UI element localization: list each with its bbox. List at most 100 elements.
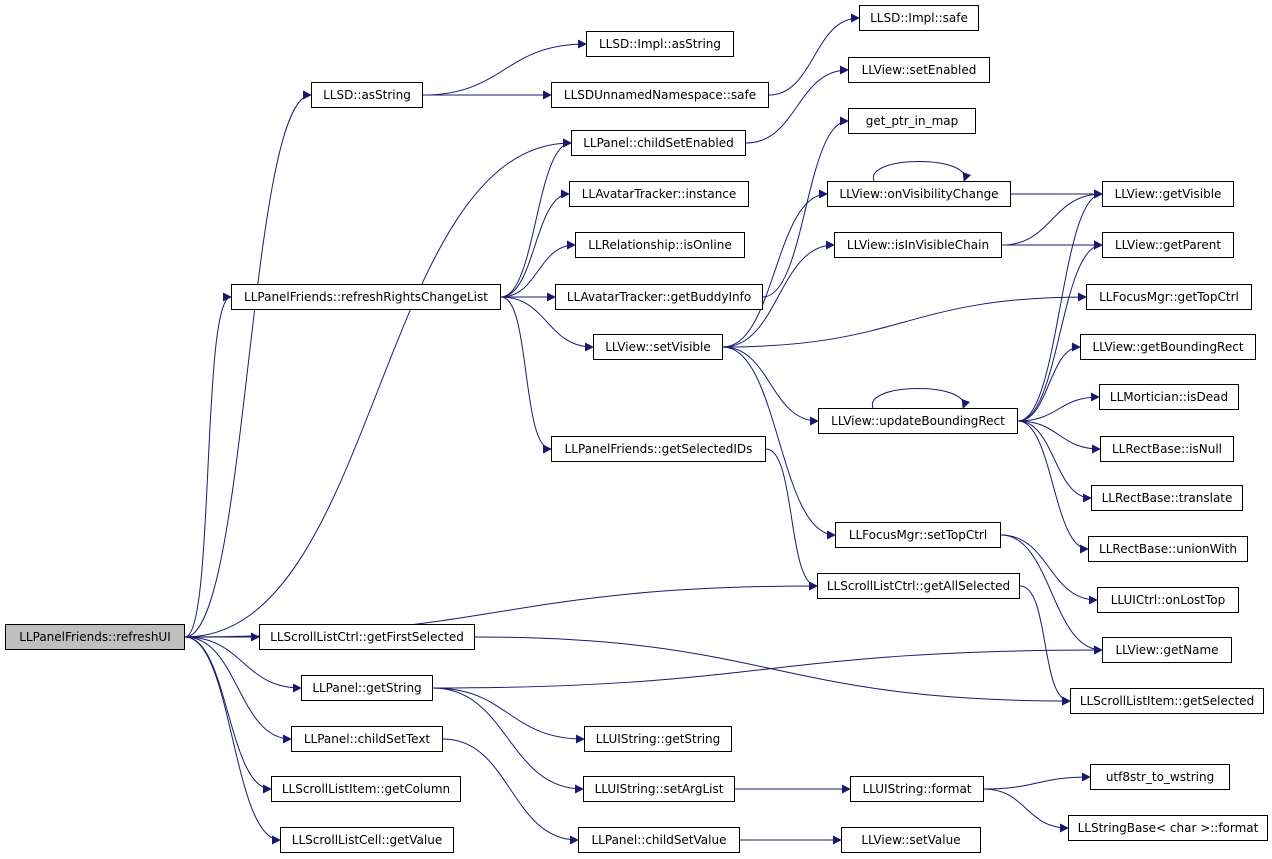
node-n11[interactable]: LLRelationship::isOnline	[575, 232, 745, 258]
node-label: LLMortician::isDead	[1109, 390, 1229, 404]
node-n38[interactable]: LLStringBase< char >::format	[1068, 815, 1268, 841]
edge-n14-n11	[500, 240, 576, 298]
edge-n17-n12	[722, 240, 835, 348]
node-n2[interactable]: LLSD::Impl::asString	[586, 31, 734, 57]
node-label: LLView::getParent	[1114, 238, 1222, 252]
node-n21[interactable]: LLPanelFriends::getSelectedIDs	[551, 436, 766, 462]
edge-n0-n14	[184, 292, 232, 638]
node-label: LLPanelFriends::refreshUI	[19, 630, 171, 644]
node-n39[interactable]: LLScrollListCell::getValue	[280, 827, 454, 853]
edge-n20-n23	[1017, 420, 1092, 503]
edge-n30-n36	[432, 687, 584, 794]
node-n35[interactable]: LLScrollListItem::getColumn	[271, 776, 461, 802]
node-n29[interactable]: LLView::getName	[1102, 637, 1232, 663]
edge-n15-n7	[762, 116, 849, 298]
edge-n26-n31	[1019, 585, 1071, 706]
edge-n17-n24	[722, 346, 836, 540]
node-label: LLSD::Impl::asString	[599, 37, 721, 51]
node-n36[interactable]: LLUIString::setArgList	[583, 776, 735, 802]
node-n24[interactable]: LLFocusMgr::setTopCtrl	[835, 522, 1001, 548]
edge-n20-n20	[872, 388, 971, 409]
node-n23[interactable]: LLRectBase::translate	[1091, 485, 1243, 511]
node-n9[interactable]: LLView::onVisibilityChange	[827, 181, 1011, 207]
node-n16[interactable]: LLFocusMgr::getTopCtrl	[1086, 284, 1252, 310]
node-n37[interactable]: LLUIString::format	[850, 776, 984, 802]
node-label: LLScrollListCell::getValue	[291, 833, 443, 847]
node-n8[interactable]: LLAvatarTracker::instance	[569, 181, 749, 207]
node-n26[interactable]: LLScrollListCtrl::getAllSelected	[817, 573, 1020, 599]
node-n33[interactable]: LLUIString::getString	[584, 726, 732, 752]
edge-n21-n26	[765, 448, 818, 591]
node-label: LLUIString::getString	[595, 732, 721, 746]
node-label: LLPanel::childSetEnabled	[583, 136, 734, 150]
node-label: LLView::setValue	[861, 833, 961, 847]
node-label: LLAvatarTracker::instance	[581, 187, 737, 201]
node-label: get_ptr_in_map	[865, 114, 959, 128]
edge-n6-n5	[745, 65, 849, 144]
node-n7[interactable]: get_ptr_in_map	[848, 108, 976, 134]
node-label: LLView::onVisibilityChange	[839, 187, 999, 201]
edge-n0-n1	[184, 90, 312, 638]
node-label: LLView::setEnabled	[861, 63, 977, 77]
node-n41[interactable]: LLView::setValue	[841, 827, 981, 853]
node-n31[interactable]: LLScrollListItem::getSelected	[1070, 688, 1264, 714]
node-n13[interactable]: LLView::getParent	[1102, 232, 1234, 258]
edge-n14-n6	[500, 138, 572, 298]
edge-n17-n9	[722, 189, 828, 348]
edge-n24-n29	[1000, 534, 1103, 655]
node-label: LLPanel::childSetText	[303, 732, 431, 746]
node-n34[interactable]: utf8str_to_wstring	[1090, 764, 1230, 790]
node-n0[interactable]: LLPanelFriends::refreshUI	[5, 624, 185, 650]
node-n1[interactable]: LLSD::asString	[311, 82, 423, 108]
edge-n14-n8	[500, 189, 570, 298]
node-label: LLStringBase< char >::format	[1077, 821, 1259, 835]
node-label: LLSD::asString	[323, 88, 411, 102]
node-n22[interactable]: LLRectBase::isNull	[1100, 436, 1234, 462]
node-n25[interactable]: LLRectBase::unionWith	[1088, 536, 1248, 562]
node-n3[interactable]: LLSD::Impl::safe	[859, 5, 979, 31]
node-n19[interactable]: LLMortician::isDead	[1099, 384, 1239, 410]
node-n28[interactable]: LLScrollListCtrl::getFirstSelected	[259, 624, 475, 650]
node-label: LLUIString::format	[862, 782, 972, 796]
edge-n4-n3	[768, 13, 860, 96]
edge-n30-n33	[432, 687, 585, 744]
edge-n32-n40	[442, 738, 579, 845]
node-label: LLView::getVisible	[1114, 187, 1222, 201]
node-label: utf8str_to_wstring	[1105, 770, 1215, 784]
node-n32[interactable]: LLPanel::childSetText	[291, 726, 443, 752]
node-n40[interactable]: LLPanel::childSetValue	[578, 827, 740, 853]
edge-n12-n10	[1001, 189, 1103, 246]
node-label: LLPanelFriends::refreshRightsChangeList	[244, 290, 488, 304]
node-n30[interactable]: LLPanel::getString	[301, 675, 433, 701]
node-n17[interactable]: LLView::setVisible	[593, 334, 723, 360]
node-n20[interactable]: LLView::updateBoundingRect	[818, 408, 1018, 434]
node-label: LLRectBase::unionWith	[1099, 542, 1237, 556]
node-label: LLView::getBoundingRect	[1092, 340, 1244, 354]
edge-n20-n13	[1017, 240, 1103, 422]
node-n27[interactable]: LLUICtrl::onLostTop	[1097, 587, 1239, 613]
edge-n20-n19	[1017, 392, 1100, 422]
node-label: LLUICtrl::onLostTop	[1110, 593, 1226, 607]
node-n6[interactable]: LLPanel::childSetEnabled	[571, 130, 746, 156]
node-n12[interactable]: LLView::isInVisibleChain	[834, 232, 1002, 258]
edge-n30-n29	[432, 645, 1103, 689]
node-label: LLRectBase::translate	[1101, 491, 1233, 505]
edge-n0-n6	[184, 138, 572, 638]
node-label: LLView::getName	[1115, 643, 1219, 657]
node-label: LLUIString::setArgList	[594, 782, 724, 796]
node-label: LLScrollListItem::getColumn	[281, 782, 451, 796]
edge-n14-n17	[500, 296, 594, 352]
edge-n20-n18	[1017, 342, 1081, 422]
node-n18[interactable]: LLView::getBoundingRect	[1080, 334, 1256, 360]
node-n4[interactable]: LLSDUnnamedNamespace::safe	[551, 82, 769, 108]
node-n5[interactable]: LLView::setEnabled	[848, 57, 990, 83]
node-label: LLSDUnnamedNamespace::safe	[563, 88, 757, 102]
node-label: LLFocusMgr::getTopCtrl	[1099, 290, 1239, 304]
node-n10[interactable]: LLView::getVisible	[1102, 181, 1234, 207]
node-n14[interactable]: LLPanelFriends::refreshRightsChangeList	[231, 284, 501, 310]
node-n15[interactable]: LLAvatarTracker::getBuddyInfo	[555, 284, 763, 310]
node-label: LLSD::Impl::safe	[870, 11, 968, 25]
edge-n37-n34	[983, 772, 1091, 790]
